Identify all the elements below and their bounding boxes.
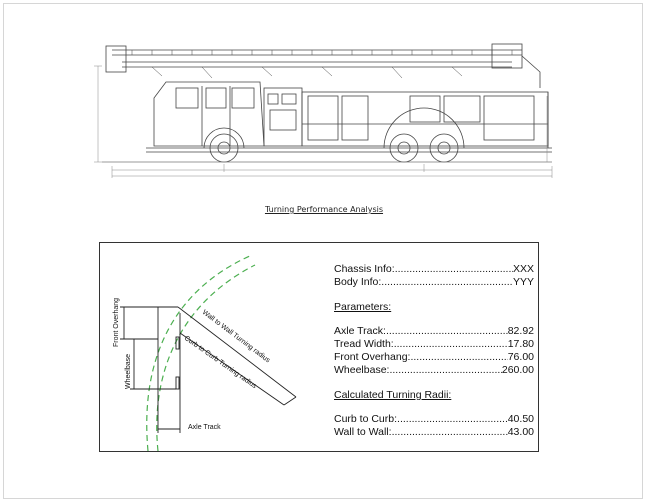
turning-info-panel: Chassis Info: XXX Body Info: YYY Paramet… [334, 263, 534, 439]
outer-turn-arc [156, 264, 256, 451]
chassis-info-label: Chassis Info: [334, 263, 395, 275]
radius-row: Wall to Wall: 43.00 [334, 426, 534, 439]
chassis-info-value: XXX [512, 263, 534, 275]
radius-row: Curb to Curb: 40.50 [334, 413, 534, 426]
parameter-label: Wheelbase: [334, 364, 390, 376]
inner-turn-arc [146, 254, 253, 451]
body-info-value: YYY [512, 276, 534, 288]
parameters-heading: Parameters: [334, 301, 392, 313]
radius-label: Curb to Curb: [334, 413, 398, 425]
wall-to-wall-radius-line [177, 306, 297, 398]
axle-track-label: Axle Track [188, 424, 221, 431]
parameter-row: Tread Width: 17.80 [334, 338, 534, 351]
parameter-label: Tread Width: [334, 338, 394, 350]
page-frame [3, 3, 643, 499]
section-title: Turning Performance Analysis [264, 205, 384, 214]
cab [153, 81, 265, 147]
body-compartments [263, 87, 549, 148]
radius-value: 40.50 [507, 413, 534, 425]
front-overhang-label: Front Overhang [113, 298, 120, 347]
turning-diagram-panel: Front Overhang Wheelbase Wall to Wall Tu… [99, 242, 539, 452]
parameter-label: Front Overhang: [334, 351, 411, 363]
radius-label: Wall to Wall: [334, 426, 392, 438]
parameter-row: Axle Track: 82.92 [334, 325, 534, 338]
aerial-ladder-boom [105, 43, 541, 88]
wheels [203, 107, 465, 163]
body-info-row: Body Info: YYY [334, 276, 534, 289]
parameter-row: Wheelbase: 260.00 [334, 364, 534, 377]
body-info-label: Body Info: [334, 276, 382, 288]
parameter-label: Axle Track: [334, 325, 386, 337]
wheelbase-label: Wheelbase [125, 354, 132, 389]
curb-to-curb-radius-line [179, 332, 285, 406]
turning-radius-sketch: Front Overhang Wheelbase Wall to Wall Tu… [113, 254, 297, 451]
radii-heading: Calculated Turning Radii: [334, 389, 452, 401]
parameter-value: 17.80 [507, 338, 534, 350]
parameter-value: 82.92 [507, 325, 534, 337]
parameter-row: Front Overhang: 76.00 [334, 351, 534, 364]
radius-value: 43.00 [507, 426, 534, 438]
parameter-value: 260.00 [501, 364, 534, 376]
fire-truck-drawing [94, 43, 553, 178]
parameter-value: 76.00 [507, 351, 534, 363]
chassis-info-row: Chassis Info: XXX [334, 263, 534, 276]
